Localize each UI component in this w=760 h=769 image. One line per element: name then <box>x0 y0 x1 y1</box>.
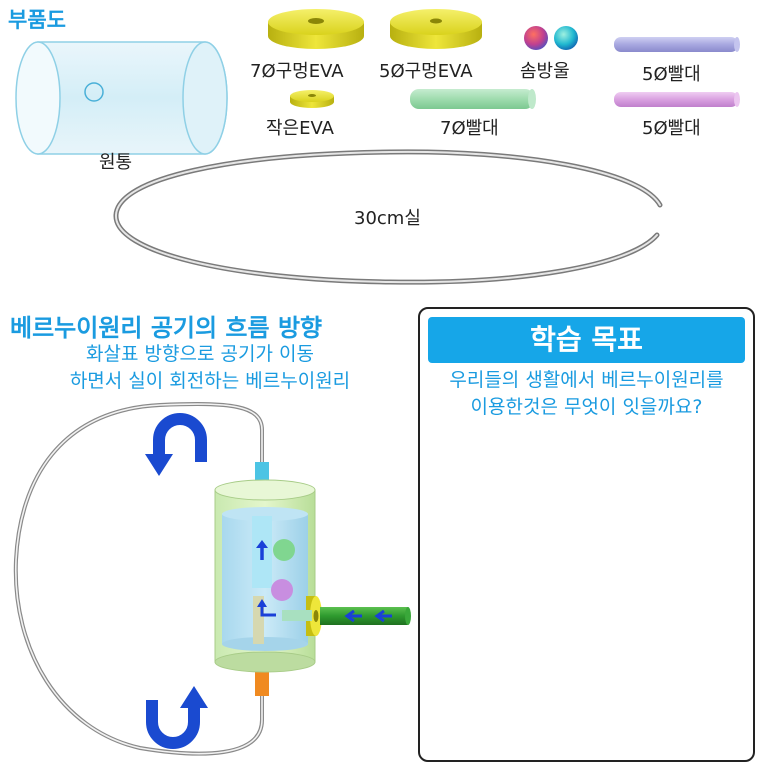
parts-title: 부품도 <box>8 8 66 32</box>
pompom-purple <box>271 579 293 601</box>
flow-description-line2: 하면서 실이 회전하는 베르누이원리 <box>69 370 351 392</box>
eva-7mm-disc <box>268 9 364 49</box>
pipe-arrows <box>344 609 392 623</box>
eva-small-disc <box>290 90 334 108</box>
straw-5mm-pink <box>614 92 740 107</box>
transparent-cylinder <box>15 41 228 155</box>
thread-loop <box>113 149 663 285</box>
top-nozzle <box>255 462 269 484</box>
learning-goal-line1: 우리들의 생활에서 베르누이원리를 <box>449 369 724 391</box>
hole-icon <box>84 82 104 102</box>
straw-7mm-green <box>410 89 536 109</box>
top-uturn-arrow <box>145 413 207 476</box>
inner-turn-arrow <box>257 599 276 617</box>
eva7-label: 7Ø구멍EVA <box>250 61 344 82</box>
thread-label: 30cm실 <box>354 208 421 229</box>
cylinder-label: 원통 <box>99 152 133 173</box>
learning-goal-question: 우리들의 생활에서 베르누이원리를 이용한것은 무엇이 잇을까요? <box>420 367 753 421</box>
straw7-label: 7Ø빨대 <box>440 118 499 139</box>
inner-connector <box>282 610 312 621</box>
inner-up-arrow <box>256 540 268 560</box>
input-pipe <box>320 607 411 625</box>
learning-goal-line2: 이용한것은 무엇이 잇을까요? <box>470 396 703 418</box>
bottom-uturn-arrow <box>146 686 208 749</box>
learning-goal-banner: 학습 목표 <box>428 317 745 363</box>
flow-title: 베르누이원리 공기의 흐름 방향 <box>10 314 323 342</box>
flow-thread <box>13 402 264 756</box>
bottom-nozzle <box>255 668 269 696</box>
straw-5mm-purple <box>614 37 740 52</box>
straw5-top-label: 5Ø빨대 <box>642 64 701 85</box>
pompom-green <box>273 539 295 561</box>
assembled-cylinder <box>214 479 316 673</box>
eva-5mm-disc <box>390 9 482 49</box>
flow-description-line1: 화살표 방향으로 공기가 이동 <box>86 343 314 365</box>
straw5-bottom-label: 5Ø빨대 <box>642 118 701 139</box>
small-eva-label: 작은EVA <box>266 118 334 139</box>
pompom-balls <box>524 26 578 50</box>
eva5-label: 5Ø구멍EVA <box>379 61 473 82</box>
learning-goal-panel: 학습 목표 우리들의 생활에서 베르누이원리를 이용한것은 무엇이 잇을까요? <box>418 307 755 762</box>
pompom-label: 솜방울 <box>520 61 570 82</box>
